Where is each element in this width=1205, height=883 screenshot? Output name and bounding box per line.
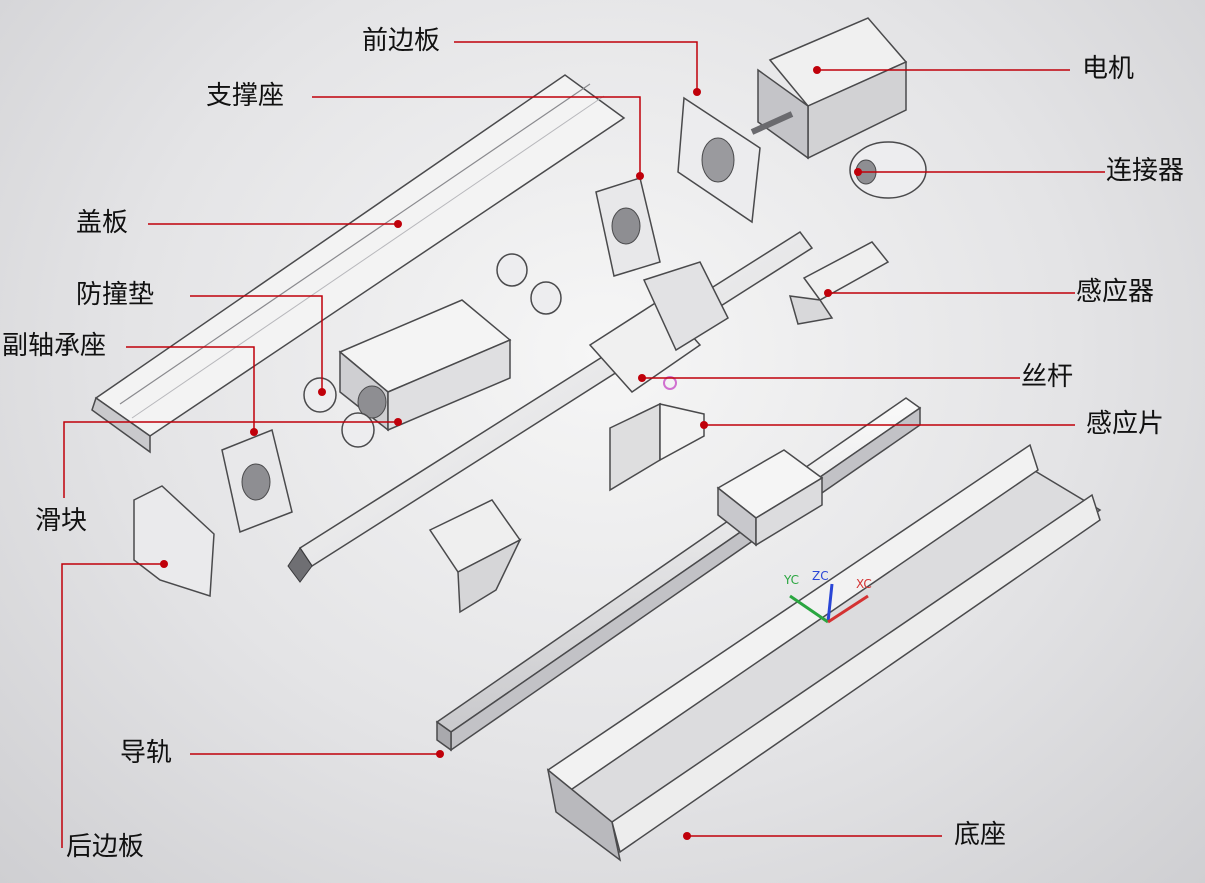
dot-cover <box>394 220 402 228</box>
label-bumper: 防撞垫 <box>76 280 155 310</box>
center-marker <box>663 376 677 390</box>
screw-end-thread <box>287 547 313 583</box>
dot-coupling <box>854 168 862 176</box>
support-seat-bore <box>611 207 641 245</box>
dot-sensor-plate <box>700 421 708 429</box>
dot-motor <box>813 66 821 74</box>
motor-shaft <box>750 111 794 135</box>
base-part <box>546 443 1102 862</box>
dot-bumper <box>318 388 326 396</box>
lower-bracket-foot <box>457 538 522 614</box>
front-plate-part <box>677 96 761 224</box>
axis-x-label: XC <box>856 577 872 591</box>
leader-lines <box>61 41 1105 848</box>
leader-rear-plate <box>61 563 164 848</box>
base-front-end <box>546 768 622 862</box>
label-support-seat: 支撑座 <box>206 81 285 111</box>
dot-support-seat <box>636 172 644 180</box>
coordinate-triad: YC ZC XC <box>783 569 872 624</box>
rail-block-side <box>755 476 823 547</box>
label-cover: 盖板 <box>76 208 129 238</box>
sensor-bracket <box>788 295 834 325</box>
rear-plate-face <box>133 485 215 598</box>
screw-nut-flange <box>642 261 729 352</box>
dot-lead-screw <box>638 374 646 382</box>
label-guide-rail: 导轨 <box>120 738 173 768</box>
leader-support-seat <box>312 96 641 176</box>
aux-seat-bore <box>241 463 271 501</box>
dot-aux-seat <box>250 428 258 436</box>
sensor-plate-vertical <box>609 402 661 492</box>
label-base: 底座 <box>954 820 1007 850</box>
bumper-3 <box>496 253 528 287</box>
base-right-wall <box>611 493 1101 854</box>
axis-z-label: ZC <box>812 569 829 583</box>
sensor-plate-part <box>609 402 705 492</box>
sensor-body <box>802 241 890 301</box>
dot-slider <box>394 418 402 426</box>
bumper-4 <box>530 281 562 315</box>
axis-x-line <box>827 594 869 624</box>
label-rear-plate: 后边板 <box>66 832 145 862</box>
label-sensor-plate: 感应片 <box>1086 409 1165 439</box>
support-seat-part <box>595 177 661 277</box>
label-front-plate: 前边板 <box>362 26 441 56</box>
leader-dots <box>160 66 862 840</box>
dot-sensor <box>824 289 832 297</box>
lower-bracket-part <box>428 499 522 614</box>
axis-z-line <box>826 583 834 623</box>
bumper-2 <box>341 412 375 448</box>
leader-aux-seat <box>126 346 255 432</box>
label-coupling: 连接器 <box>1106 156 1185 186</box>
base-floor <box>558 467 1102 839</box>
axis-y-line <box>789 594 829 624</box>
rear-plate-part <box>133 485 215 598</box>
dot-base <box>683 832 691 840</box>
axis-y-label: YC <box>783 573 799 587</box>
cover-groove <box>119 83 591 405</box>
slider-bore <box>357 385 387 419</box>
leader-front-plate <box>454 41 698 92</box>
sensor-part <box>788 241 890 325</box>
label-aux-bearing-seat: 副轴承座 <box>2 331 107 361</box>
label-motor: 电机 <box>1082 54 1135 84</box>
label-lead-screw: 丝杆 <box>1021 362 1074 392</box>
front-plate-bore <box>701 137 735 183</box>
label-slider: 滑块 <box>35 506 88 536</box>
dot-front-plate <box>693 88 701 96</box>
slider-part <box>338 299 512 432</box>
rail-block-part <box>716 449 824 547</box>
label-sensor: 感应器 <box>1076 277 1155 307</box>
lead-screw-part <box>287 230 814 583</box>
dot-rear-plate <box>160 560 168 568</box>
leader-slider <box>63 421 398 498</box>
slider-side <box>387 338 511 432</box>
sensor-plate-flange <box>659 403 705 462</box>
aux-bearing-seat-part <box>221 428 293 534</box>
leader-bumper <box>190 295 323 392</box>
motor-part <box>750 17 908 160</box>
dot-guide-rail <box>436 750 444 758</box>
cover-groove-2 <box>131 95 605 419</box>
cover-lip <box>91 396 151 454</box>
rail-end <box>436 720 452 752</box>
cover-part <box>91 74 626 454</box>
motor-flange <box>757 68 809 160</box>
